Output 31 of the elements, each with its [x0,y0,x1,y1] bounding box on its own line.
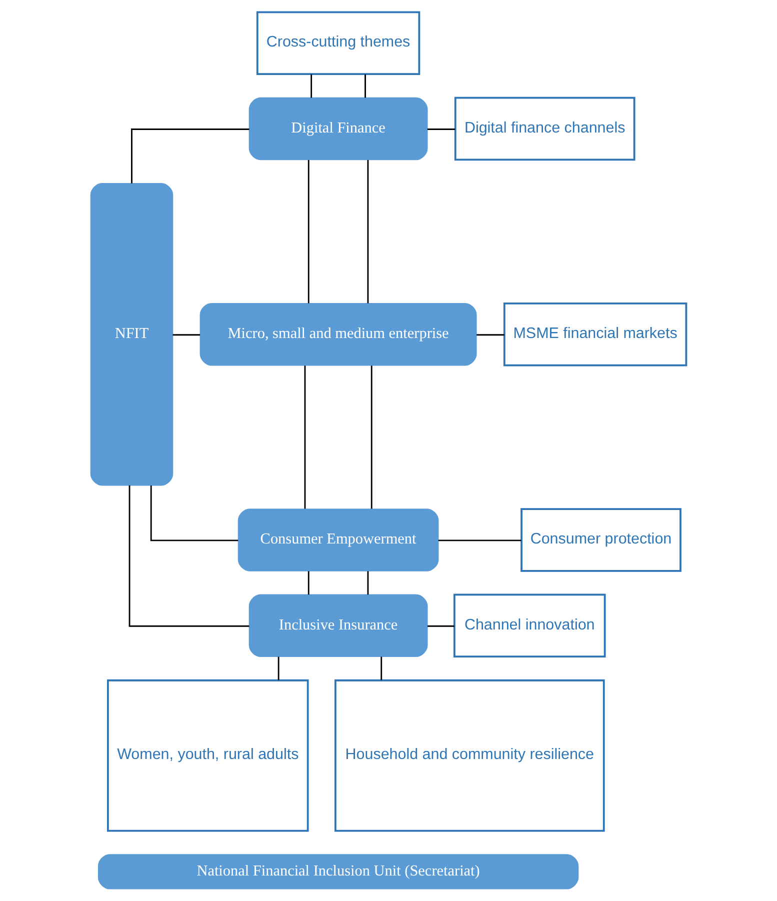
connector [304,366,306,509]
node-box: Household and community resilience [334,679,605,832]
connector [476,334,504,336]
connector [278,656,280,680]
connector [428,625,454,627]
connector [128,485,250,627]
connector [150,486,238,542]
node-box: MSME financial markets [503,302,688,366]
connector [308,160,310,304]
connector [131,128,250,184]
connector [380,656,382,680]
node-box: Channel innovation [453,594,606,658]
connector [308,571,310,595]
connector [370,366,372,509]
node-box: NFIT [90,183,174,486]
connector [438,540,522,542]
node-box: Consumer Empowerment [238,508,439,572]
node-box: Digital finance channels [454,96,636,161]
node-box: Consumer protection [520,508,682,572]
connector [367,571,369,595]
node-box: Inclusive Insurance [248,594,428,658]
node-box: Micro, small and medium enterprise [200,302,477,366]
connector [367,160,369,304]
connector [427,128,456,130]
node-box: Women, youth, rural adults [106,679,309,832]
node-box: National Financial Inclusion Unit (Secretariat) [98,854,579,890]
node-box: Digital Finance [248,97,428,160]
connector [364,74,366,98]
connector [172,334,200,336]
node-box: Cross-cutting themes [256,11,420,75]
connector [310,74,312,98]
